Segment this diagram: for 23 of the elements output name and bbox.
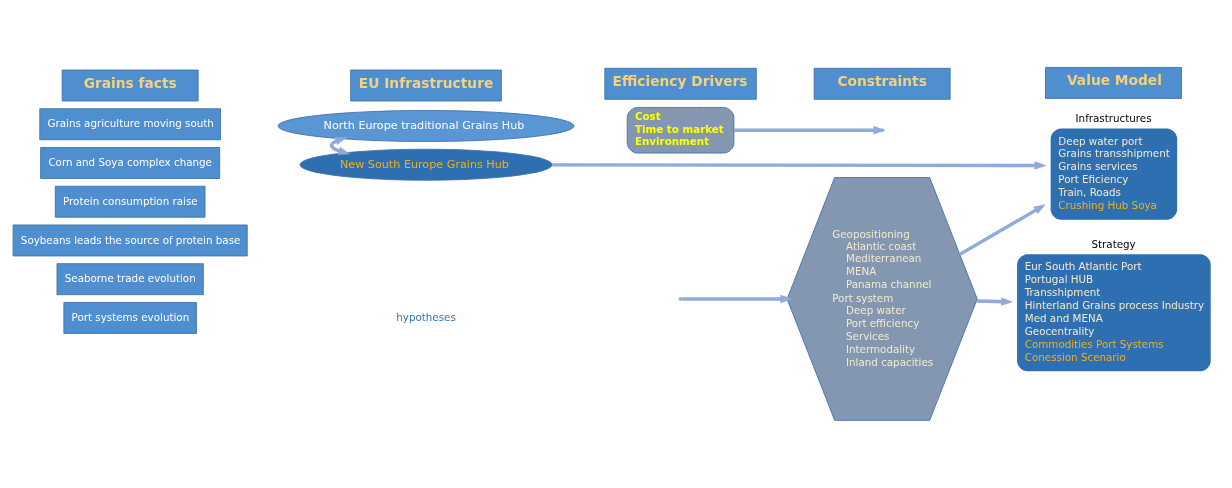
arrow — [330, 137, 351, 155]
node-box: Eur South Atlantic Port Portugal HUB Transshipment Hinterland Grains process Industry Med and MENA Geocentrality Commodities Port Systems Conession Scenario — [1017, 254, 1211, 372]
node-box: Cost Time to market Environment — [626, 107, 735, 154]
node-box: Corn and Soya complex change — [40, 147, 221, 179]
node-box: Seaborne trade evolution — [56, 263, 204, 296]
node-box: Deep water port Grains transshipment Grains services Port Eficiency Train, Roads Crushing Hub Soya — [1050, 128, 1178, 220]
node-box: Protein consumption raise — [54, 185, 206, 218]
label: hypotheses — [396, 310, 456, 323]
node-box: Value Model — [1045, 67, 1182, 99]
arrow — [958, 204, 1046, 256]
node-box: Constraints — [813, 67, 951, 100]
arrow — [682, 294, 793, 304]
node-box: Grains agriculture moving south — [39, 108, 221, 141]
node-box: Efficiency Drivers — [604, 67, 757, 100]
arrow — [552, 161, 1047, 170]
arrow — [976, 297, 1014, 306]
node-box: Soybeans leads the source of protein base — [12, 224, 248, 257]
node-label: Strategy — [1091, 237, 1136, 250]
node-box: EU Infrastructure — [350, 69, 502, 102]
node-label: Infrastructures — [1075, 112, 1152, 125]
node-box: Grains facts — [61, 69, 199, 102]
node-box: Port systems evolution — [63, 302, 197, 334]
node-ellipse: North Europe traditional Grains Hub — [277, 110, 575, 142]
